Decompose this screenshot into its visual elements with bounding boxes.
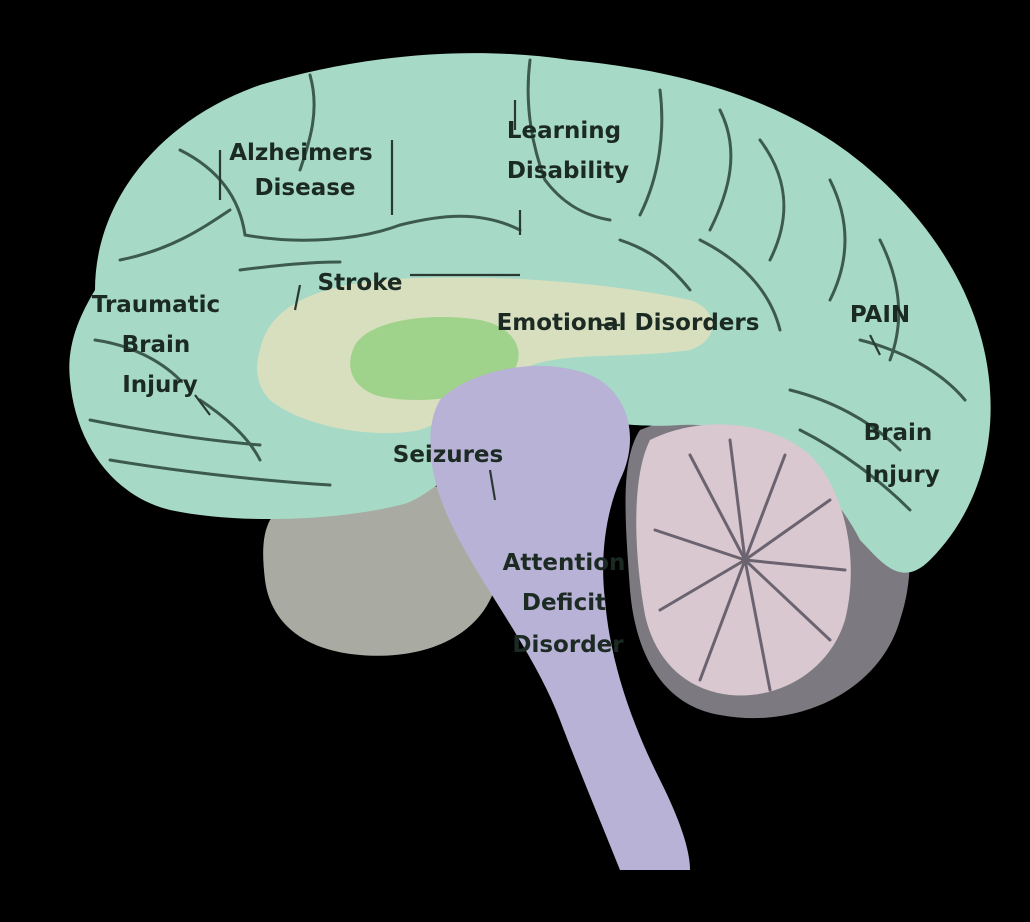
label-seizures: Seizures xyxy=(393,442,503,468)
label-pain: PAIN xyxy=(850,302,910,328)
label-attention: Attention Deficit Disorder xyxy=(503,550,634,658)
label-emotional: Emotional Disorders xyxy=(497,310,760,336)
label-stroke: Stroke xyxy=(318,270,403,296)
